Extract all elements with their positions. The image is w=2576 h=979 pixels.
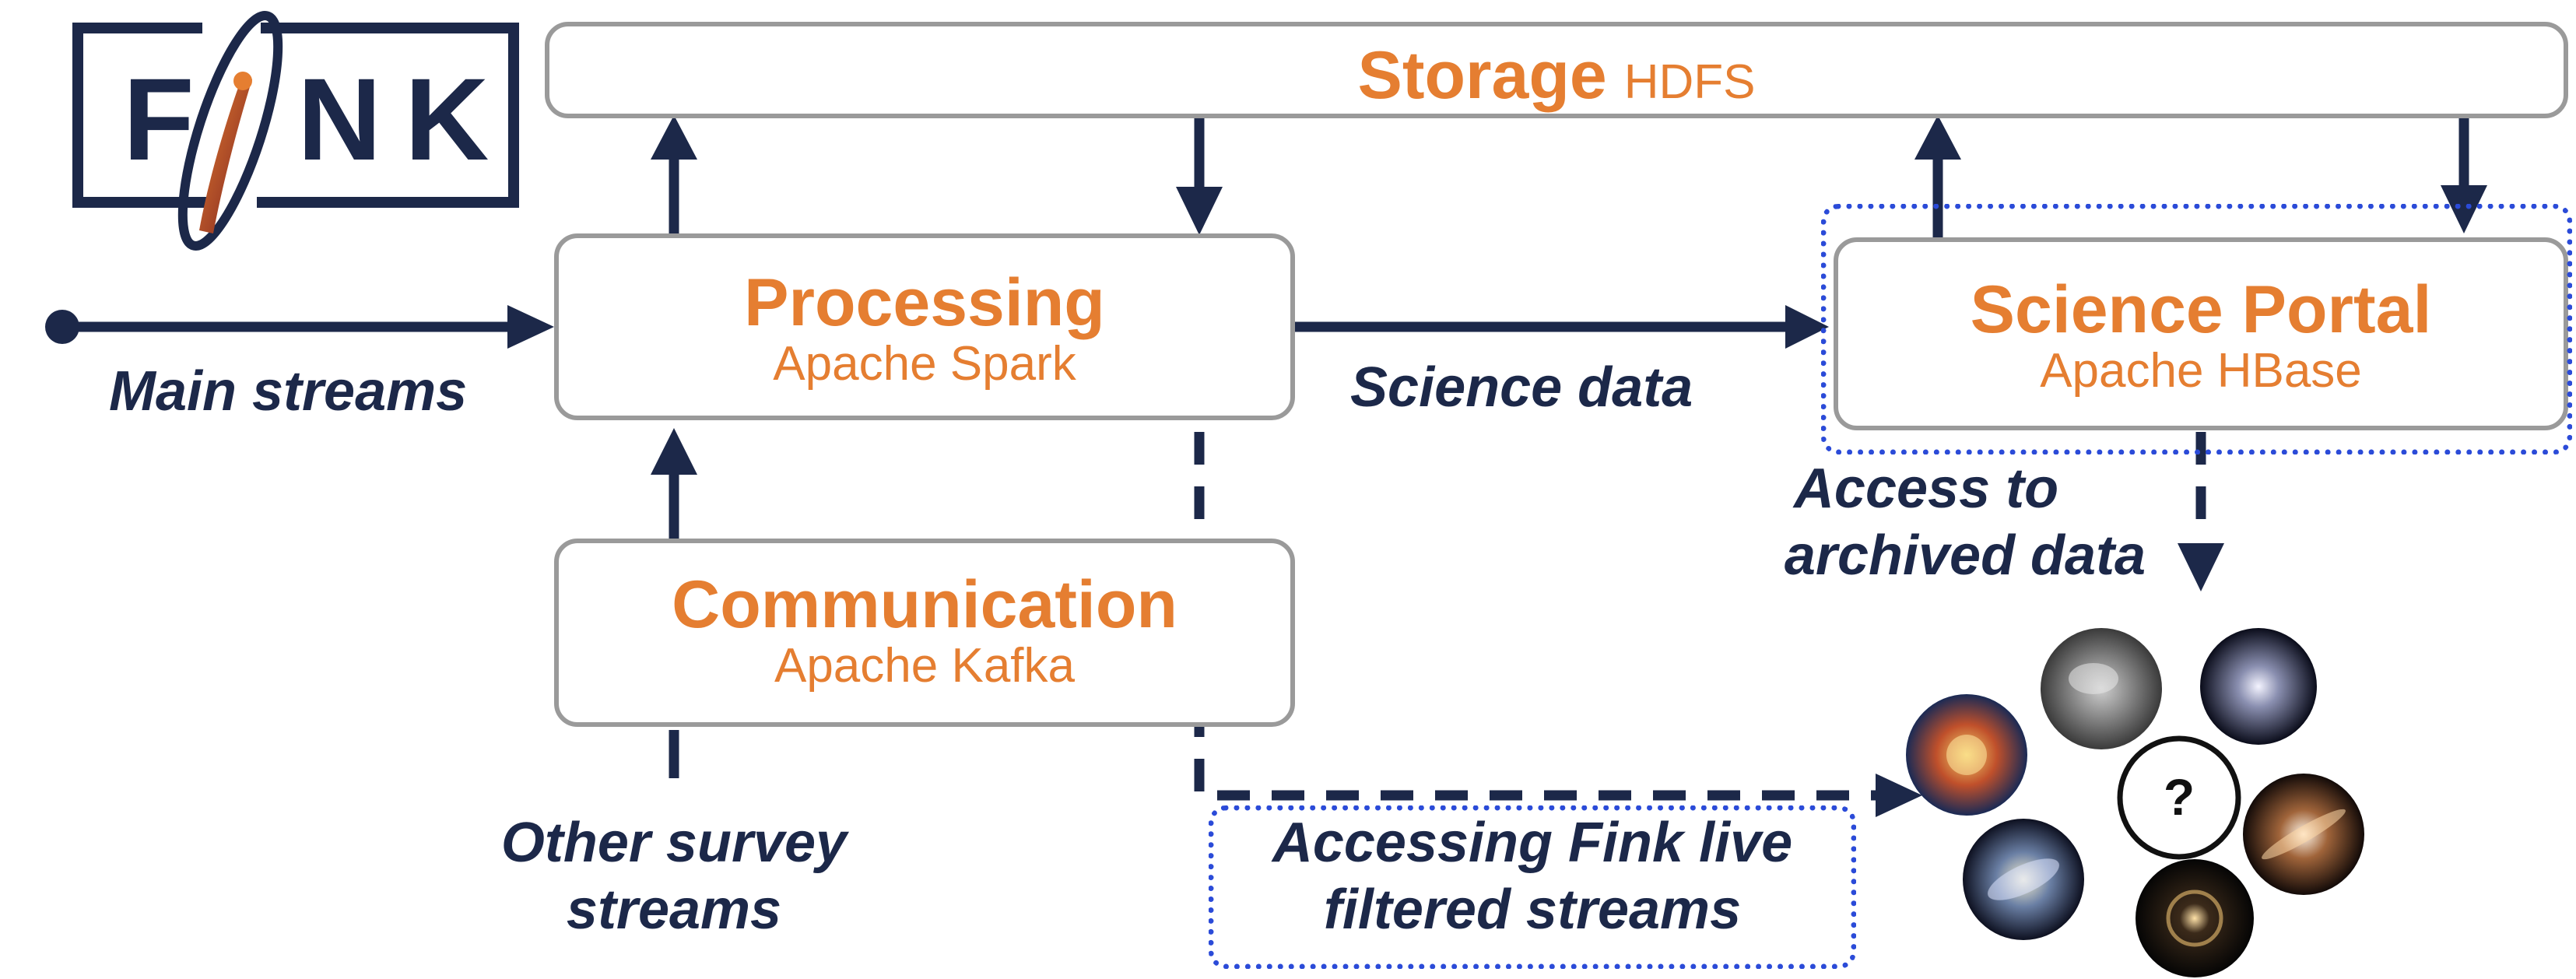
unknown-object-circle bbox=[2117, 735, 2241, 860]
storage-box: Storage HDFS bbox=[545, 22, 2568, 118]
logo-letter-k: K bbox=[405, 54, 490, 184]
communication-subtitle: Apache Kafka bbox=[774, 639, 1076, 693]
object-thumbnails bbox=[1906, 628, 2364, 977]
science-portal-subtitle: Apache HBase bbox=[2040, 344, 2362, 398]
live-streams-line-1: Accessing Fink live bbox=[1272, 812, 1793, 874]
logo-frame-left bbox=[72, 23, 206, 208]
processing-box: Processing Apache Spark bbox=[554, 233, 1295, 420]
live-streams-highlight bbox=[1209, 805, 1856, 969]
main-streams-label: Main streams bbox=[109, 360, 468, 423]
science-portal-title: Science Portal bbox=[1970, 272, 2432, 347]
archived-access-line-2: archived data bbox=[1784, 525, 2146, 588]
processing-subtitle: Apache Spark bbox=[773, 337, 1076, 391]
communication-title: Communication bbox=[672, 567, 1177, 642]
logo-comet-dot bbox=[233, 72, 252, 90]
logo-comet-ring bbox=[177, 11, 283, 251]
archived-access-line-1: Access to bbox=[1793, 458, 2059, 520]
communication-box: Communication Apache Kafka bbox=[554, 539, 1295, 727]
live-streams-line-2: filtered streams bbox=[1323, 879, 1742, 942]
storage-subtitle: HDFS bbox=[1623, 55, 1756, 109]
unknown-object-question-mark: ? bbox=[2163, 768, 2195, 826]
processing-title: Processing bbox=[744, 265, 1105, 340]
archived-access-label: Access to archived data bbox=[1755, 455, 2175, 590]
gravitational-lens-image bbox=[2136, 859, 2254, 977]
logo-letter-n: N bbox=[297, 54, 382, 184]
logo-comet-slash bbox=[199, 75, 252, 233]
storage-title: Storage bbox=[1357, 38, 1607, 113]
live-streams-label: Accessing Fink live filtered streams bbox=[1210, 809, 1855, 944]
science-portal-highlight bbox=[1821, 204, 2572, 454]
other-survey-line-1: Other survey bbox=[500, 812, 848, 874]
other-survey-label: Other survey streams bbox=[458, 809, 890, 944]
logo-frame-right bbox=[257, 23, 519, 208]
science-portal-box: Science Portal Apache HBase bbox=[1834, 237, 2568, 430]
other-survey-line-2: streams bbox=[566, 879, 782, 942]
globular-cluster-image bbox=[2200, 628, 2317, 745]
science-data-label: Science data bbox=[1350, 356, 1693, 419]
logo-letter-f: F bbox=[123, 54, 195, 184]
